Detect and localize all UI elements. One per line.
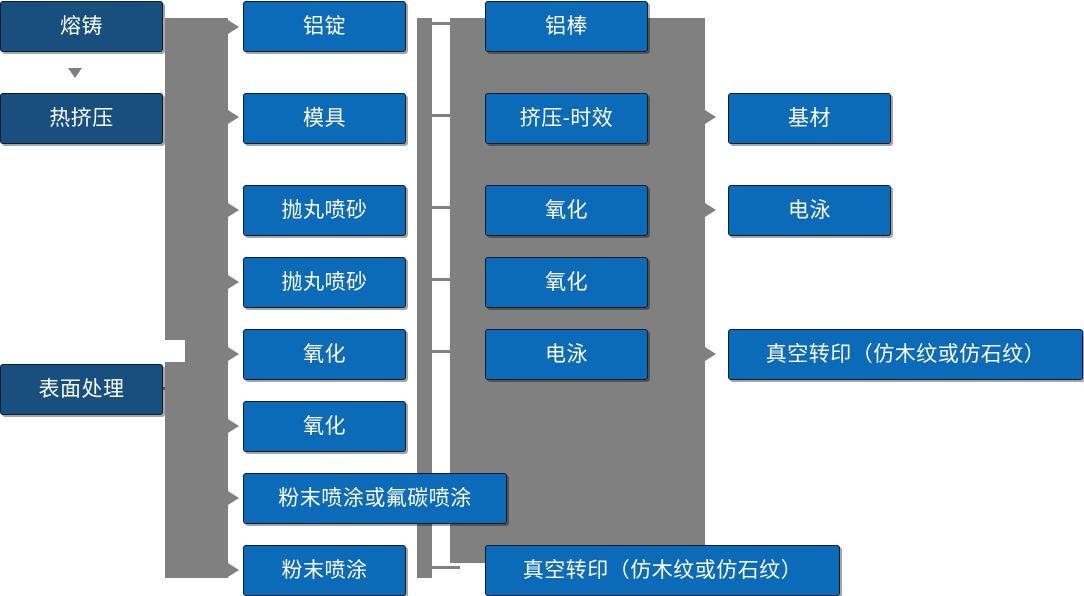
process-box-extrusion-aging[interactable]: 挤压-时效 bbox=[485, 93, 648, 144]
connector-left-spine bbox=[165, 18, 228, 578]
stub-base-material bbox=[700, 116, 708, 119]
arrow-spine-to-blast-2 bbox=[228, 275, 239, 289]
process-box-shot-blasting-2[interactable]: 抛丸喷砂 bbox=[243, 257, 406, 308]
stage-label-surface-treatment: 表面处理 bbox=[38, 378, 125, 401]
output-label-vacuum-transfer: 真空转印（仿木纹或仿石纹） bbox=[765, 343, 1046, 366]
process-box-powder-or-fluorocarbon[interactable]: 粉末喷涂或氟碳喷涂 bbox=[243, 473, 507, 524]
arrow-block-to-vacuum-transfer bbox=[705, 347, 716, 361]
stage-label-melt-cast: 熔铸 bbox=[60, 15, 103, 38]
rung-mold bbox=[432, 114, 460, 117]
connector-mid-spine bbox=[417, 18, 432, 578]
output-box-vacuum-transfer[interactable]: 真空转印（仿木纹或仿石纹） bbox=[728, 329, 1083, 380]
rung-oxidation-1 bbox=[432, 350, 460, 353]
process-label-shot-blasting-1: 抛丸喷砂 bbox=[281, 199, 368, 222]
process-box-sec-vacuum-transfer[interactable]: 真空转印（仿木纹或仿石纹） bbox=[485, 545, 840, 596]
process-box-powder-coating[interactable]: 粉末喷涂 bbox=[243, 545, 406, 596]
arrow-spine-to-oxidation-1 bbox=[228, 347, 239, 361]
process-box-aluminum-ingot[interactable]: 铝锭 bbox=[243, 1, 406, 52]
process-label-sec-vacuum-transfer: 真空转印（仿木纹或仿石纹） bbox=[522, 559, 803, 582]
output-label-electrophoresis: 电泳 bbox=[788, 199, 831, 222]
rung-ingot bbox=[432, 22, 460, 25]
process-box-sec-electrophoresis[interactable]: 电泳 bbox=[485, 329, 648, 380]
arrow-spine-to-blast-1 bbox=[228, 203, 239, 217]
process-label-mold: 模具 bbox=[303, 107, 346, 130]
process-box-sec-oxidation-1[interactable]: 氧化 bbox=[485, 185, 648, 236]
arrow-melt-to-extrusion bbox=[68, 68, 82, 78]
arrow-block-to-base-material bbox=[705, 110, 716, 124]
process-label-powder-coating: 粉末喷涂 bbox=[281, 559, 368, 582]
stage-box-melt-cast[interactable]: 熔铸 bbox=[0, 1, 163, 52]
stage-label-hot-extrusion: 热挤压 bbox=[49, 107, 114, 130]
arrow-spine-to-powder bbox=[228, 563, 239, 577]
stage-box-hot-extrusion[interactable]: 热挤压 bbox=[0, 93, 163, 144]
rung-blast-1 bbox=[432, 206, 460, 209]
process-label-extrusion-aging: 挤压-时效 bbox=[519, 107, 614, 130]
process-label-oxidation-1: 氧化 bbox=[303, 343, 346, 366]
output-label-base-material: 基材 bbox=[788, 107, 831, 130]
output-box-electrophoresis[interactable]: 电泳 bbox=[728, 185, 891, 236]
process-label-oxidation-2: 氧化 bbox=[303, 415, 346, 438]
stub-vacuum-transfer bbox=[700, 353, 708, 356]
process-label-sec-oxidation-1: 氧化 bbox=[545, 199, 588, 222]
rung-powder bbox=[432, 566, 460, 569]
process-box-mold[interactable]: 模具 bbox=[243, 93, 406, 144]
arrow-spine-to-mold bbox=[228, 110, 239, 124]
process-box-oxidation-2[interactable]: 氧化 bbox=[243, 401, 406, 452]
process-box-shot-blasting-1[interactable]: 抛丸喷砂 bbox=[243, 185, 406, 236]
arrow-spine-to-powder-fluoro bbox=[228, 491, 239, 505]
process-label-powder-or-fluorocarbon: 粉末喷涂或氟碳喷涂 bbox=[278, 487, 472, 510]
process-label-sec-oxidation-2: 氧化 bbox=[545, 271, 588, 294]
stage-box-surface-treatment[interactable]: 表面处理 bbox=[0, 364, 163, 415]
rung-blast-2 bbox=[432, 278, 460, 281]
output-box-base-material[interactable]: 基材 bbox=[728, 93, 891, 144]
arrow-spine-to-oxidation-2 bbox=[228, 419, 239, 433]
process-label-sec-electrophoresis: 电泳 bbox=[545, 343, 588, 366]
connector-surface-to-spine bbox=[163, 387, 185, 390]
process-box-oxidation-1[interactable]: 氧化 bbox=[243, 329, 406, 380]
process-label-aluminum-bar: 铝棒 bbox=[545, 15, 588, 38]
process-box-aluminum-bar[interactable]: 铝棒 bbox=[485, 1, 648, 52]
arrow-block-to-electrophoresis bbox=[705, 203, 716, 217]
arrow-spine-to-ingot bbox=[228, 20, 239, 34]
process-box-sec-oxidation-2[interactable]: 氧化 bbox=[485, 257, 648, 308]
process-label-aluminum-ingot: 铝锭 bbox=[303, 15, 346, 38]
process-label-shot-blasting-2: 抛丸喷砂 bbox=[281, 271, 368, 294]
spine-notch-mask bbox=[165, 340, 185, 362]
stub-electrophoresis bbox=[700, 209, 708, 212]
